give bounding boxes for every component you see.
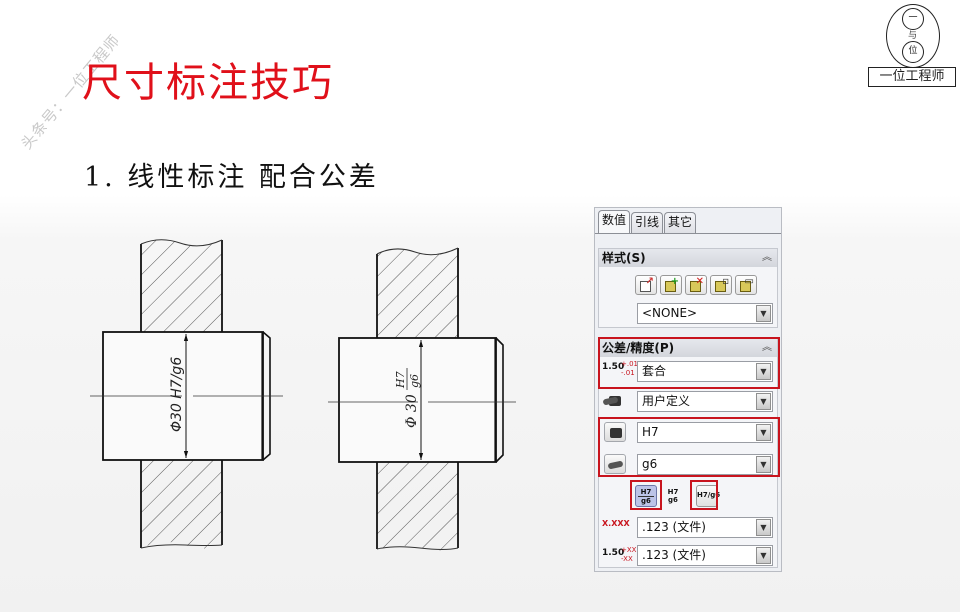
folder-icon (690, 281, 701, 292)
document-icon (640, 281, 651, 292)
tolerance-type-icon: 1.50 +.01 -.01 (602, 360, 638, 377)
primary-precision-value: .123 (文件) (642, 520, 706, 534)
display-stacked-with-line-button[interactable]: H7 g6 (635, 485, 657, 507)
shaft-fit-value: g6 (642, 457, 658, 471)
page-title: 尺寸标注技巧 (82, 60, 334, 106)
logo-bottom-char: 位 (902, 41, 924, 63)
save-style-button[interactable]: ▫ (710, 275, 732, 295)
style-group: 样式(S) ︽ ↗ + ✕ ▫ ▭ (598, 248, 778, 328)
add-style-button[interactable]: + (660, 275, 682, 295)
hole-fit-select[interactable]: H7 ▼ (637, 422, 773, 443)
highlight-stacked-button (630, 480, 662, 510)
dropdown-arrow-icon[interactable]: ▼ (756, 547, 771, 564)
dropdown-arrow-icon[interactable]: ▼ (756, 456, 771, 473)
logo-label: 一位工程师 (868, 67, 956, 87)
folder-icon (740, 281, 751, 292)
delete-x-icon: ✕ (695, 276, 704, 287)
load-style-button[interactable]: ▭ (735, 275, 757, 295)
style-group-header[interactable]: 样式(S) ︽ (599, 249, 777, 267)
logo: 一 与 位 一位工程师 (866, 4, 958, 88)
folder-icon (715, 281, 726, 292)
drawing-linear-fit: Φ30 H7/g6 (90, 239, 283, 549)
hole-fit-icon (604, 422, 626, 442)
display-stacked-no-line-button[interactable]: H7 g6 (667, 488, 679, 504)
highlight-tolerance-type (598, 337, 780, 389)
tolerance-type-value: 套合 (642, 364, 667, 378)
tab-leader[interactable]: 引线 (631, 212, 664, 233)
tab-divider (595, 233, 781, 234)
classification-select[interactable]: 用户定义 ▼ (637, 391, 773, 412)
tolerance-group-header[interactable]: 公差/精度(P) ︽ (599, 339, 777, 357)
tolerance-precision-group: 公差/精度(P) ︽ 1.50 +.01 -.01 套合 ▼ 用户定义 ▼ H7 (598, 338, 778, 568)
collapse-icon[interactable]: ︽ (762, 252, 772, 263)
delete-style-button[interactable]: ✕ (685, 275, 707, 295)
plus-icon: + (670, 276, 679, 287)
apply-style-button[interactable]: ↗ (635, 275, 657, 295)
dropdown-arrow-icon[interactable]: ▼ (756, 519, 771, 536)
apply-style-icon: ↗ (645, 276, 654, 287)
save-icon: ▫ (722, 276, 729, 287)
primary-precision-icon: X.XXX (602, 519, 630, 528)
shaft-fit-icon (604, 454, 626, 474)
style-group-title: 样式(S) (602, 251, 646, 265)
highlight-fit-selects (598, 417, 780, 477)
tolerance-precision-icon: 1.50 +XX -XX (602, 546, 637, 563)
style-select[interactable]: <NONE> ▼ (637, 303, 773, 324)
highlight-linear-button (690, 480, 718, 510)
style-select-value: <NONE> (642, 306, 698, 320)
tolerance-precision-value: .123 (文件) (642, 548, 706, 562)
load-icon: ▭ (744, 276, 754, 287)
drawing-stacked-fit: Φ 30 H7 g6 (328, 247, 516, 551)
tab-value[interactable]: 数值 (598, 210, 631, 233)
logo-circle: 一 与 位 (886, 4, 940, 68)
panel-tabs: 数值 引线 其它 (598, 210, 697, 234)
style-toolbar: ↗ + ✕ ▫ ▭ (635, 275, 757, 295)
tolerance-group-title: 公差/精度(P) (602, 341, 675, 355)
tolerance-type-select[interactable]: 套合 ▼ (637, 361, 773, 382)
logo-mid-char: 与 (908, 31, 918, 41)
tolerance-precision-select[interactable]: .123 (文件) ▼ (637, 545, 773, 566)
dimension-property-panel: 数值 引线 其它 样式(S) ︽ ↗ + ✕ ▫ (594, 207, 782, 572)
hole-block-icon (610, 428, 622, 438)
collapse-icon[interactable]: ︽ (762, 342, 772, 353)
dropdown-arrow-icon[interactable]: ▼ (756, 305, 771, 322)
hole-fit-value: H7 (642, 425, 659, 439)
tab-other[interactable]: 其它 (664, 212, 697, 233)
dropdown-arrow-icon[interactable]: ▼ (756, 393, 771, 410)
dropdown-arrow-icon[interactable]: ▼ (756, 363, 771, 380)
fit-classification-icon (602, 391, 626, 411)
dropdown-arrow-icon[interactable]: ▼ (756, 424, 771, 441)
dimension-label-linear: Φ30 H7/g6 (169, 357, 185, 432)
section-subtitle: 1. 线性标注 配合公差 (84, 162, 379, 193)
primary-precision-select[interactable]: .123 (文件) ▼ (637, 517, 773, 538)
classification-value: 用户定义 (642, 394, 691, 408)
engineering-drawings: Φ30 H7/g6 Φ 30 H7 g6 (90, 239, 516, 551)
dimension-shaft-tol: g6 (408, 374, 421, 388)
shaft-fit-select[interactable]: g6 ▼ (637, 454, 773, 475)
dimension-diameter: Φ 30 (404, 394, 420, 428)
logo-top-char: 一 (902, 8, 924, 30)
folder-icon (665, 281, 676, 292)
dimension-hole-tol: H7 (394, 371, 407, 389)
